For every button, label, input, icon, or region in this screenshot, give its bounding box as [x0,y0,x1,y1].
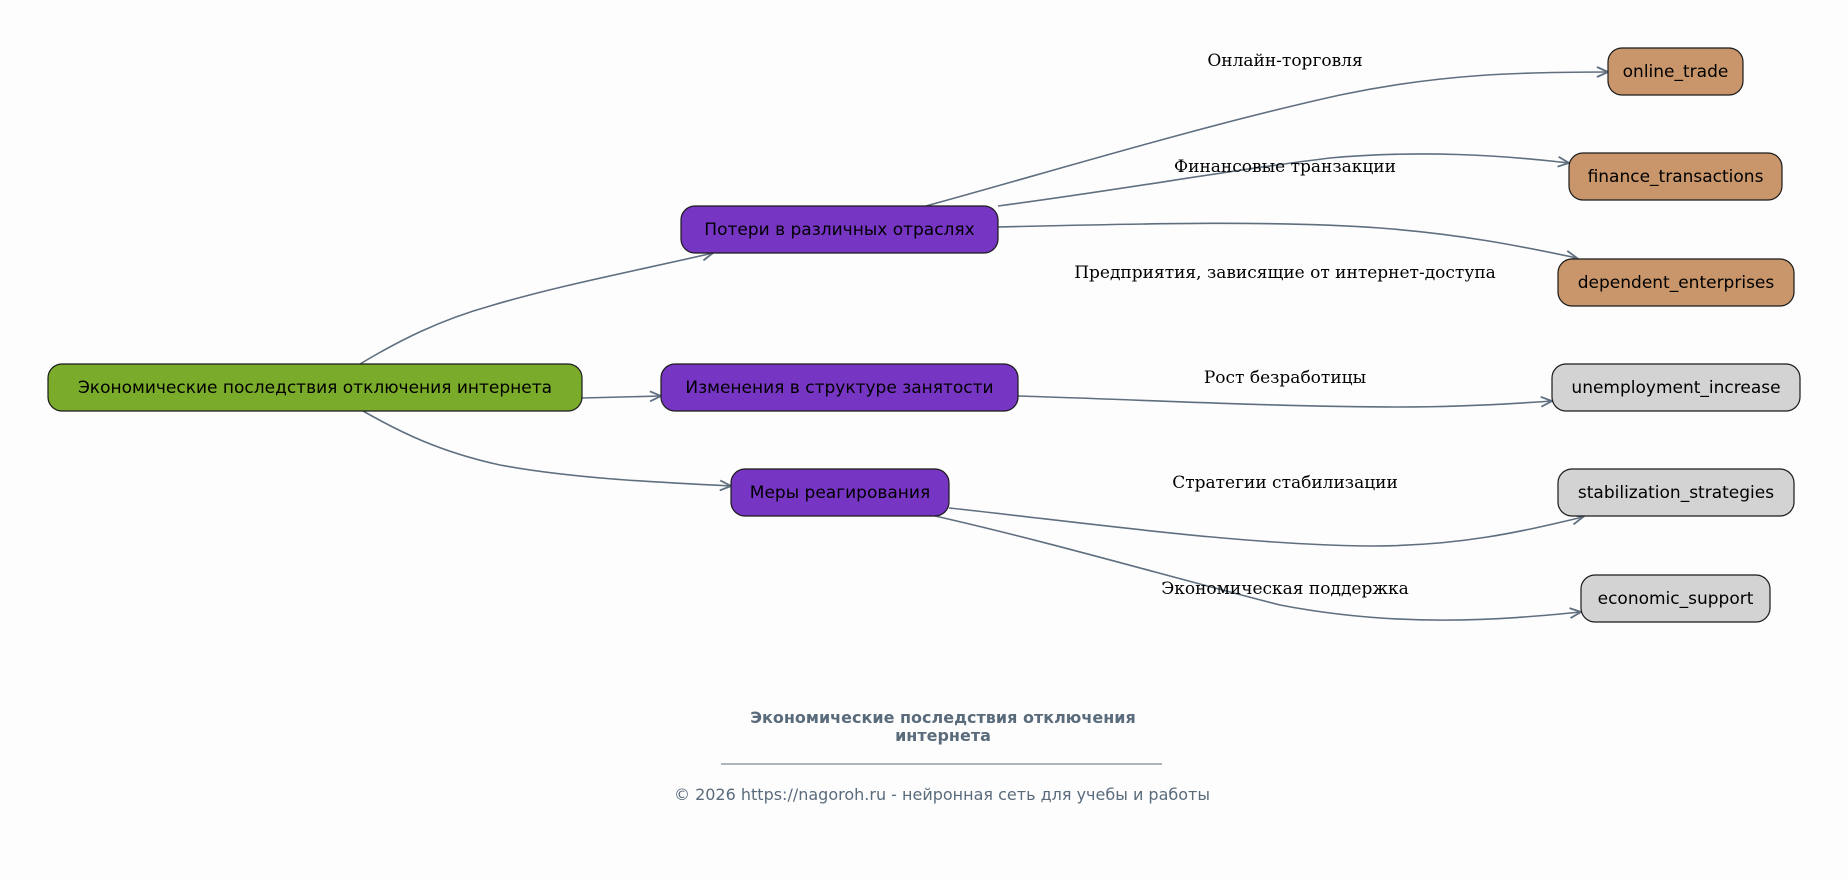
edge-losses-online-trade [925,72,1608,207]
edge-root-employment [581,396,661,398]
node-root[interactable]: Экономические последствия отключения инт… [47,363,583,412]
node-measures-label: Меры реагирования [750,483,930,503]
node-losses[interactable]: Потери в различных отраслях [680,205,999,254]
node-employment-label: Изменения в структуре занятости [685,378,993,398]
footer-title-line2: интернета [895,726,991,745]
edge-losses-finance [997,153,1569,207]
edge-employment-unemployment [1017,395,1552,408]
edge-measures-support [934,515,1581,621]
edge-label-online-trade: Онлайн-торговля [1207,51,1362,71]
edge-label-unemployment: Рост безработицы [1204,368,1366,388]
node-economic-support[interactable]: economic_support [1580,574,1771,623]
node-losses-label: Потери в различных отраслях [704,220,974,240]
edge-label-support: Экономическая поддержка [1161,579,1409,599]
node-measures[interactable]: Меры реагирования [730,468,950,517]
footer-title-line1: Экономические последствия отключения [750,708,1135,727]
edge-root-measures [362,410,731,486]
node-finance-transactions[interactable]: finance_transactions [1568,152,1783,201]
node-root-label: Экономические последствия отключения инт… [78,378,552,398]
node-online-trade-label: online_trade [1623,62,1729,82]
node-finance-label: finance_transactions [1588,167,1764,187]
edge-root-losses [359,253,713,365]
node-online-trade[interactable]: online_trade [1607,47,1744,96]
node-stabilization-strategies[interactable]: stabilization_strategies [1557,468,1795,517]
footer-copyright: © 2026 https://nagoroh.ru - нейронная се… [674,785,1210,804]
node-dependent-label: dependent_enterprises [1578,273,1775,293]
node-unemployment-increase[interactable]: unemployment_increase [1551,363,1801,412]
edge-label-finance: Финансовые транзакции [1174,157,1396,177]
node-dependent-enterprises[interactable]: dependent_enterprises [1557,258,1795,307]
node-stabilization-label: stabilization_strategies [1578,483,1774,503]
edge-label-stabilization: Стратегии стабилизации [1172,473,1398,493]
edge-measures-stabilization [948,507,1583,547]
edge-losses-dependent [997,222,1577,258]
node-support-label: economic_support [1598,589,1754,609]
node-unemployment-label: unemployment_increase [1571,378,1780,398]
node-employment[interactable]: Изменения в структуре занятости [660,363,1019,412]
edge-label-dependent: Предприятия, зависящие от интернет-досту… [1074,263,1496,283]
